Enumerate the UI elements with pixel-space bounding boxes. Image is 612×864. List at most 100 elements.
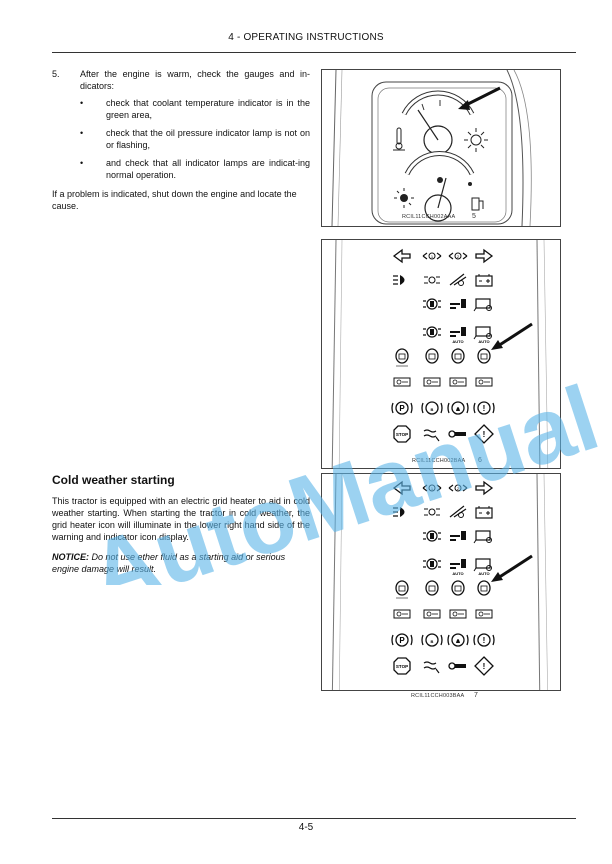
icon-label: P [399, 636, 405, 645]
pto-icon [450, 531, 466, 541]
rear-hitch-icon [475, 377, 493, 387]
icon-label: B [431, 407, 434, 412]
transmission-icon [423, 530, 441, 542]
icon-label: STOP [396, 664, 408, 669]
battery-icon [475, 506, 493, 519]
icon-label: AUTO [452, 571, 463, 576]
auto-hitch-icon: AUTO [473, 558, 492, 576]
auto-pto-icon: AUTO [450, 327, 466, 344]
coolant-level-icon [423, 661, 440, 674]
front-hitch-icon [449, 609, 467, 619]
list-item: •check that coolant temperature indicato… [80, 98, 310, 120]
step-number: 5. [52, 69, 60, 79]
pointer-arrow-icon [491, 554, 533, 582]
icon-label: ! [483, 404, 486, 413]
trailer-2-icon: 2 [448, 252, 468, 260]
front-pto-icon [423, 377, 441, 387]
hydraulic-oil-icon [425, 348, 439, 364]
icon-label: ! [483, 636, 486, 645]
page-number: 4-5 [298, 822, 314, 833]
parking-brake-icon: P [391, 633, 413, 647]
high-beam-icon [393, 275, 405, 285]
page-header: 4 - OPERATING INSTRUCTIONS [228, 32, 384, 43]
stop-icon: STOP [393, 657, 411, 675]
high-beam-icon [393, 507, 405, 517]
brake-icon: B [421, 401, 443, 415]
battery-icon [475, 274, 493, 287]
icon-label: ! [483, 430, 486, 439]
pointer-arrow-icon [491, 322, 533, 350]
figure-caption: RCIL11CCH003BAA [411, 693, 465, 699]
rear-pto-icon [393, 377, 411, 387]
check-list: •check that coolant temperature indicato… [80, 97, 310, 187]
air-filter-icon [451, 348, 465, 364]
key-icon [448, 430, 466, 438]
warning-icon: ! [473, 633, 495, 647]
right-turn-icon [475, 248, 494, 264]
figure-caption: RCIL11CCH002BAA [412, 458, 466, 464]
icon-label: 1 [431, 486, 434, 491]
right-turn-icon [475, 480, 494, 496]
warning-lamp-icon [464, 128, 488, 152]
figure-number: 7 [474, 692, 478, 699]
list-item: •and check that all indicator lamps are … [80, 158, 310, 180]
hitch-icon [473, 530, 492, 544]
transmission-icon [423, 298, 441, 310]
icon-label: 2 [457, 254, 460, 259]
section-heading: Cold weather starting [52, 473, 175, 487]
icon-label: ! [483, 662, 486, 671]
cold-weather-paragraph: This tractor is equipped with an electri… [52, 496, 310, 542]
grid-heater-icon [477, 348, 491, 364]
fuel-icon [447, 633, 469, 647]
hitch-icon [473, 298, 492, 312]
air-filter-icon [451, 580, 465, 596]
icon-label: AUTO [478, 571, 489, 576]
step-text: After the engine is warm, check the gaug… [80, 69, 310, 91]
notice-paragraph: NOTICE: Do not use ether fluid as a star… [52, 551, 310, 575]
icon-label: AUTO [452, 339, 463, 344]
left-turn-icon [392, 480, 411, 496]
figure-gauges: RCIL11CCH002AAA 5 [321, 69, 561, 227]
work-light-icon [424, 276, 440, 284]
auto-pto-icon: AUTO [450, 559, 466, 576]
front-hitch-icon [449, 377, 467, 387]
fuel-pump-icon [468, 182, 484, 211]
brake-icon: B [421, 633, 443, 647]
figure-number: 5 [472, 213, 476, 220]
front-pto-icon [423, 609, 441, 619]
work-light-icon [424, 508, 440, 516]
key-icon [448, 662, 466, 670]
diff-lock-icon [423, 326, 441, 338]
grid-heater-icon [477, 580, 491, 596]
warning-icon: ! [473, 401, 495, 415]
caution-icon: ! [474, 656, 494, 676]
hydraulic-oil-icon [425, 580, 439, 596]
icon-label: P [399, 404, 405, 413]
icon-label: B [431, 639, 434, 644]
gauge-cluster-illustration [331, 70, 532, 226]
notice-label: NOTICE: [52, 552, 89, 562]
engine-oil-icon [395, 348, 409, 367]
stop-icon: STOP [393, 425, 411, 443]
coolant-temperature-icon [393, 127, 405, 151]
list-item: •check that the oil pressure indicator l… [80, 128, 310, 150]
rear-pto-icon [393, 609, 411, 619]
hazard-icon [449, 273, 467, 286]
header-rule [52, 52, 576, 53]
figure-caption: RCIL11CCH002AAA [402, 214, 456, 220]
icon-label: STOP [396, 432, 408, 437]
fuel-icon [447, 401, 469, 415]
hazard-icon [449, 505, 467, 518]
trailer-1-icon: 1 [422, 484, 442, 492]
rear-hitch-icon [475, 609, 493, 619]
icon-label: 2 [457, 486, 460, 491]
auto-hitch-icon: AUTO [473, 326, 492, 344]
pto-icon [450, 299, 466, 309]
problem-paragraph: If a problem is indicated, shut down the… [52, 189, 297, 211]
caution-icon: ! [474, 424, 494, 444]
engine-oil-icon [395, 580, 409, 599]
alert-lamp-icon [394, 188, 414, 208]
